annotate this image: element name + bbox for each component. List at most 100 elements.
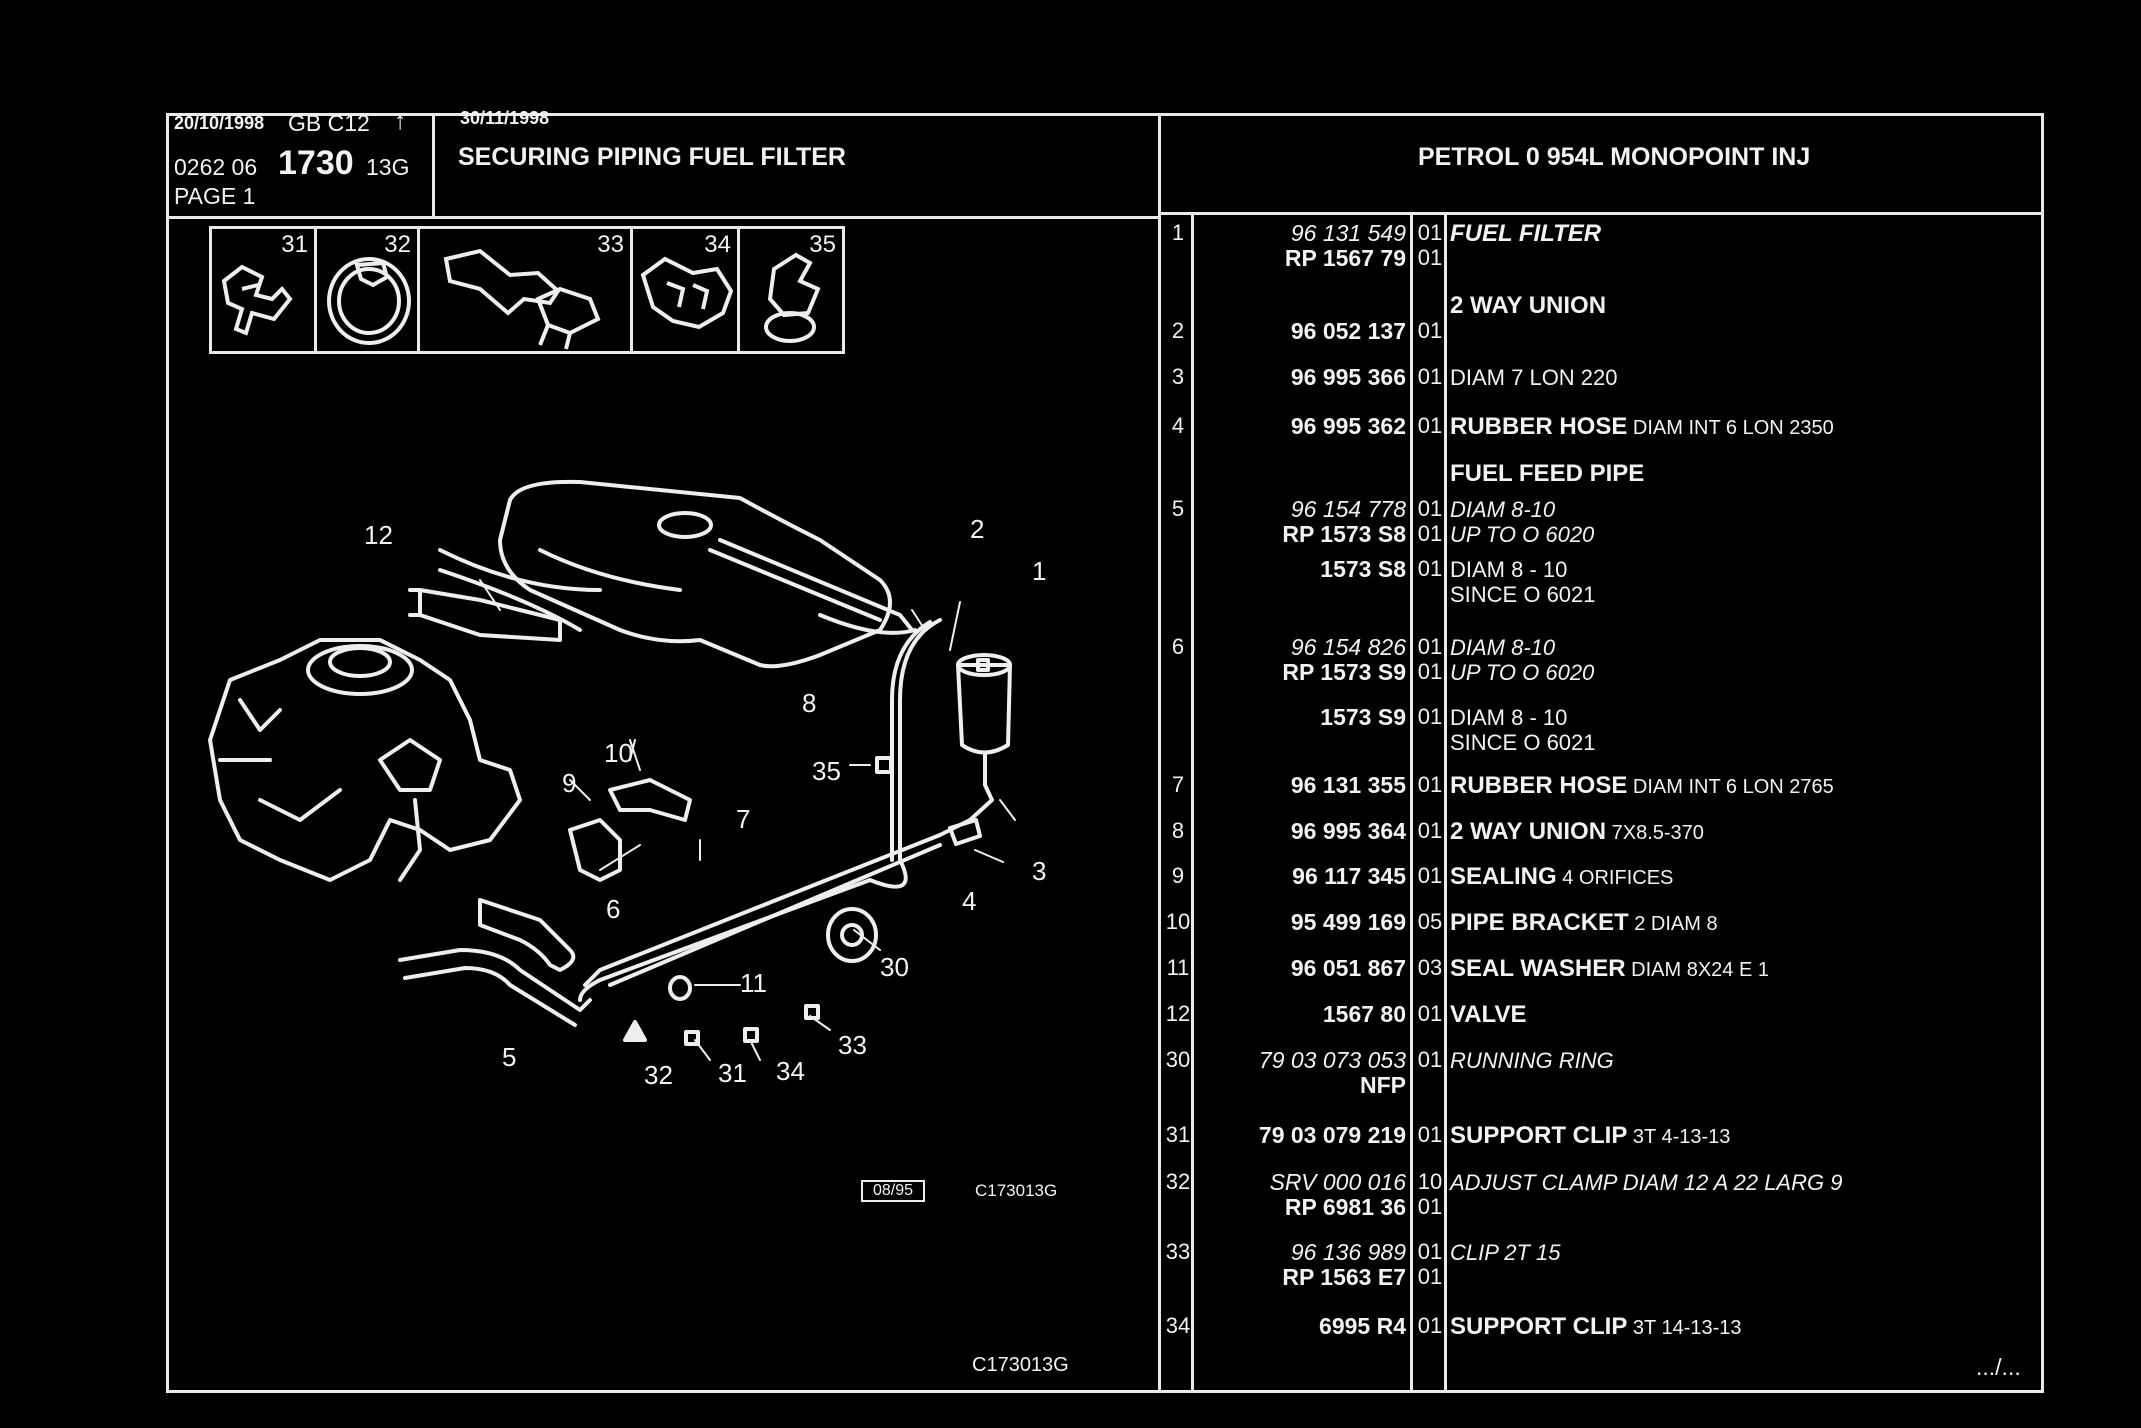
part-description: FUEL FEED PIPE <box>1450 460 1644 488</box>
callout-30: 30 <box>880 952 909 982</box>
part-reference: 96 131 355 <box>1290 772 1406 798</box>
part-quantity: 01 <box>1417 364 1443 389</box>
part-reference: RP 1573 S9 <box>1282 659 1406 685</box>
callout-11: 11 <box>740 968 767 998</box>
part-description: SUPPORT CLIP 3T 14-13-13 <box>1450 1313 1742 1341</box>
part-index: 31 <box>1165 1122 1191 1147</box>
part-spec: DIAM 7 LON 220 <box>1450 365 1618 390</box>
part-reference: SRV 000 016 <box>1269 1169 1406 1195</box>
part-name: FUEL FILTER <box>1450 220 1602 247</box>
part-reference: 1573 S9 <box>1320 704 1406 730</box>
clip-icon <box>764 252 821 343</box>
part-name: PIPE BRACKET <box>1450 909 1629 936</box>
fuel-filter <box>956 663 1012 755</box>
part-quantity: 01 <box>1417 818 1443 843</box>
part-description: SUPPORT CLIP 3T 4-13-13 <box>1450 1122 1730 1150</box>
part-reference: 96 995 364 <box>1290 818 1406 844</box>
language-code: GB C12 <box>288 110 370 136</box>
support-clip-icon <box>640 256 734 330</box>
part-quantity: 05 <box>1417 909 1443 934</box>
part-spec: 2 DIAM 8 <box>1628 913 1718 935</box>
part-spec: DIAM INT 6 LON 2350 <box>1627 417 1834 439</box>
part-name: FUEL FEED PIPE <box>1450 460 1645 487</box>
callout-6: 6 <box>606 894 620 924</box>
part-index: 9 <box>1171 863 1185 888</box>
part-quantity: 01 <box>1417 704 1443 729</box>
part-name: 2 WAY UNION <box>1450 292 1607 319</box>
part-description: 2 WAY UNION 7X8.5-370 <box>1450 818 1704 846</box>
part-quantity: 01 <box>1417 1122 1443 1147</box>
part-reference: 96 136 989 <box>1290 1239 1406 1265</box>
part-quantity: 01 <box>1417 1194 1443 1219</box>
part-reference: RP 1573 S8 <box>1282 521 1406 547</box>
thumbnail-35: 35 <box>737 226 845 354</box>
divider <box>1158 113 1161 1393</box>
print-date: 20/10/1998 <box>174 113 265 133</box>
part-description: DIAM 8 - 10 <box>1450 704 1567 731</box>
part-spec: SINCE O 6021 <box>1450 582 1596 607</box>
part-description: DIAM 8 - 10 <box>1450 556 1567 583</box>
part-spec: DIAM 8-10 <box>1450 497 1556 522</box>
part-spec: UP TO O 6020 <box>1450 660 1595 685</box>
part-description: UP TO O 6020 <box>1450 659 1594 686</box>
part-reference: 95 499 169 <box>1290 909 1406 935</box>
thumbnail-34: 34 <box>630 226 740 354</box>
part-quantity: 01 <box>1417 1313 1443 1338</box>
callout-1: 1 <box>1032 556 1046 586</box>
part-spec: 4 ORIFICES <box>1556 867 1674 889</box>
part-index: 1 <box>1171 220 1185 245</box>
part-quantity: 01 <box>1417 772 1443 797</box>
part-quantity: 01 <box>1417 318 1443 343</box>
fuel-tank <box>498 479 892 669</box>
part-description: 2 WAY UNION <box>1450 292 1606 320</box>
part-description: RUBBER HOSE DIAM INT 6 LON 2350 <box>1450 413 1834 441</box>
up-arrow-icon: ↑ <box>394 107 407 135</box>
thumbnail-32: 32 <box>314 226 420 354</box>
part-quantity: 01 <box>1417 521 1443 546</box>
callout-12: 12 <box>364 520 393 550</box>
part-index: 33 <box>1165 1239 1191 1264</box>
part-quantity: 01 <box>1417 1264 1443 1289</box>
part-spec: 7X8.5-370 <box>1606 822 1704 844</box>
part-description: UP TO O 6020 <box>1450 521 1594 548</box>
part-name: VALVE <box>1450 1001 1527 1028</box>
doc-code-main: 1730 <box>278 144 354 182</box>
part-spec: DIAM 8 - 10 <box>1450 557 1568 582</box>
part-name: SEALING <box>1450 863 1557 890</box>
doc-code-suffix: 13G <box>366 154 410 180</box>
divider <box>166 216 1161 219</box>
part-reference: 96 995 362 <box>1290 413 1406 439</box>
sheet-frame <box>166 113 2044 1393</box>
callout-32: 32 <box>644 1060 673 1090</box>
part-reference: 79 03 079 219 <box>1258 1122 1406 1148</box>
part-index: 34 <box>1165 1313 1191 1338</box>
engine-title: PETROL 0 954L MONOPOINT INJ <box>1418 143 1811 171</box>
part-quantity: 01 <box>1417 245 1443 270</box>
callout-4: 4 <box>962 886 976 916</box>
part-reference: 1573 S8 <box>1320 556 1406 582</box>
part-quantity: 10 <box>1417 1169 1443 1194</box>
part-name: RUBBER HOSE <box>1450 772 1628 799</box>
part-reference: 79 03 073 053 <box>1258 1047 1406 1073</box>
callout-33: 33 <box>838 1030 867 1060</box>
divider <box>1158 212 2044 215</box>
part-quantity: 01 <box>1417 413 1443 438</box>
part-name: SUPPORT CLIP <box>1450 1122 1628 1149</box>
throttle-body <box>208 638 522 882</box>
part-index: 10 <box>1165 909 1191 934</box>
page-number: PAGE 1 <box>174 183 256 209</box>
seal-washer <box>668 975 692 1001</box>
part-spec: DIAM 8-10 <box>1450 635 1556 660</box>
part-quantity: 01 <box>1417 496 1443 521</box>
part-description: SINCE O 6021 <box>1450 581 1596 608</box>
callout-10: 10 <box>604 738 633 768</box>
adjust-clamp-icon <box>327 257 411 345</box>
divider <box>1410 212 1413 1393</box>
pipe-bracket <box>608 778 692 822</box>
part-description: RUBBER HOSE DIAM INT 6 LON 2765 <box>1450 772 1834 800</box>
part-index: 12 <box>1165 1001 1191 1026</box>
divider <box>1191 212 1194 1393</box>
part-quantity: 01 <box>1417 1047 1443 1072</box>
part-reference: 96 131 549 <box>1290 220 1406 246</box>
part-description: ADJUST CLAMP DIAM 12 A 22 LARG 9 <box>1450 1169 1842 1196</box>
